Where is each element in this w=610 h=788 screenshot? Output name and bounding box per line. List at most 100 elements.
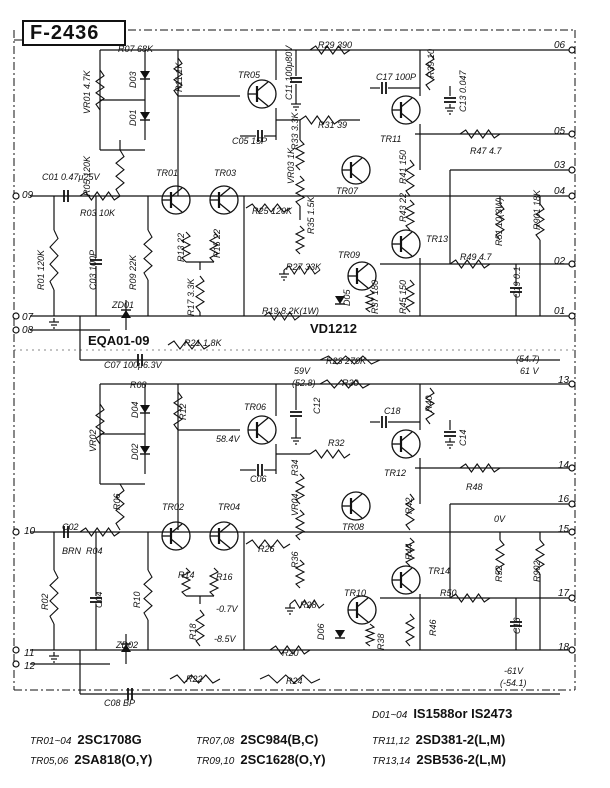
zd01-label: ZD01 — [112, 300, 135, 310]
terminal-01-dot — [568, 312, 576, 320]
c05-label: C05 15P — [232, 136, 268, 146]
r44-symbol — [404, 537, 416, 567]
r22-label: R22 — [186, 674, 203, 684]
transistor-tr06-label: TR06 — [244, 402, 267, 412]
d05-symbol — [335, 296, 345, 304]
vr01-symbol — [95, 69, 105, 111]
r07-label: R07 68K — [118, 44, 154, 54]
r27-label: R27 33K — [286, 262, 322, 272]
r34-label: R34 — [290, 459, 300, 476]
r03-symbol — [79, 191, 121, 201]
tr04-symbol-emitter — [218, 538, 231, 549]
r51-symbol — [494, 203, 506, 241]
r50-symbol — [449, 593, 491, 603]
vr02-symbol — [95, 403, 105, 445]
vr03-symbol — [294, 175, 306, 207]
r16-label: R16 — [216, 572, 233, 582]
r37-symbol — [364, 289, 376, 313]
r42-symbol — [404, 493, 416, 531]
tr08-symbol-collector — [350, 493, 363, 504]
tr09-symbol-collector — [356, 263, 369, 274]
r14-label: R14 — [178, 570, 195, 580]
r02-label: R02 — [40, 593, 50, 610]
r17-symbol — [194, 275, 206, 313]
d05-label: D05 — [342, 289, 352, 306]
zd02-label: ZD02 — [116, 640, 139, 650]
terminal-17-dot — [568, 594, 576, 602]
r26-symbol — [245, 539, 291, 549]
vr04-symbol — [294, 509, 306, 541]
r47-symbol — [459, 129, 501, 139]
terminal-13: 13 — [558, 375, 570, 386]
r23-symbol — [319, 355, 381, 365]
tr10-symbol-emitter — [356, 612, 369, 623]
r48-symbol — [459, 463, 501, 473]
r50-label: R50 — [440, 588, 457, 598]
c17-label: C17 100P — [376, 72, 417, 82]
terminal-08: 08 — [22, 325, 34, 336]
r25-label: R25 120K — [252, 206, 293, 216]
r40-symbol — [424, 387, 436, 425]
vr03-label: VR03 1K — [286, 147, 296, 184]
terminal-05-dot — [568, 130, 576, 138]
c12-label: C12 — [312, 397, 322, 414]
terminal-05: 05 — [554, 126, 566, 137]
r21-symbol — [167, 340, 211, 350]
terminal-02: 02 — [554, 256, 566, 267]
r12-symbol — [173, 391, 183, 431]
terminal-10: 10 — [24, 526, 36, 537]
terminal-17: 17 — [558, 588, 570, 599]
r38-symbol — [364, 623, 376, 647]
voltage-minus-54-1: (-54.1) — [500, 678, 527, 688]
c04-label: C04 — [94, 591, 104, 608]
tr08-symbol-emitter — [350, 508, 363, 519]
r43-symbol — [404, 199, 416, 231]
d04-symbol — [140, 405, 150, 413]
terminal-11: 11 — [24, 648, 35, 659]
tr07-symbol-emitter — [350, 172, 363, 183]
r15-symbol — [208, 231, 220, 263]
r01-label: R01 120K — [36, 249, 46, 290]
zd02-symbol — [121, 644, 131, 652]
tr13-symbol-collector — [400, 231, 413, 242]
sheet-title: F-2436 — [22, 20, 126, 46]
c18-label: C18 — [384, 406, 401, 416]
r28-label: R28 — [300, 600, 317, 610]
transistor-tr14-label: TR14 — [428, 566, 451, 576]
r29-symbol — [309, 45, 351, 55]
r09-label: R09 22K — [128, 254, 138, 290]
transistor-tr05-label: TR05 — [238, 70, 261, 80]
transistor-tr10-label: TR10 — [344, 588, 367, 598]
terminal-18: 18 — [558, 642, 570, 653]
d03-symbol — [140, 71, 150, 79]
r27-symbol — [283, 264, 321, 276]
r32-label: R32 — [328, 438, 345, 448]
tr10-symbol-collector — [356, 597, 369, 608]
terminal-07-dot — [12, 312, 20, 320]
terminal-16-dot — [568, 500, 576, 508]
d02-symbol — [140, 446, 150, 454]
r14-symbol — [180, 567, 192, 597]
brn-label: BRN — [62, 546, 82, 556]
r16-symbol — [208, 567, 220, 597]
r34-symbol — [294, 473, 306, 505]
terminal-09-dot — [12, 192, 20, 200]
r12-label: R12 — [178, 403, 188, 420]
tr02-symbol-collector — [170, 523, 183, 534]
r20-symbol — [269, 645, 311, 655]
r11-label: R11 1K — [174, 62, 184, 92]
transistor-tr02-label: TR02 — [162, 502, 185, 512]
c08-label: C08 BP — [104, 698, 136, 708]
r39-label: R39 10 — [426, 48, 436, 78]
terminal-18-dot — [568, 646, 576, 654]
r11-symbol — [173, 57, 183, 97]
d02-label: D02 — [130, 443, 140, 460]
r23-label: R23 270K — [326, 356, 367, 366]
r52-label: R52 — [494, 565, 504, 582]
r45-label: R45 150 — [398, 279, 408, 314]
r49-label: R49 4.7 — [460, 252, 492, 262]
r28-symbol — [289, 598, 325, 610]
transistor-tr01-label: TR01 — [156, 168, 179, 178]
